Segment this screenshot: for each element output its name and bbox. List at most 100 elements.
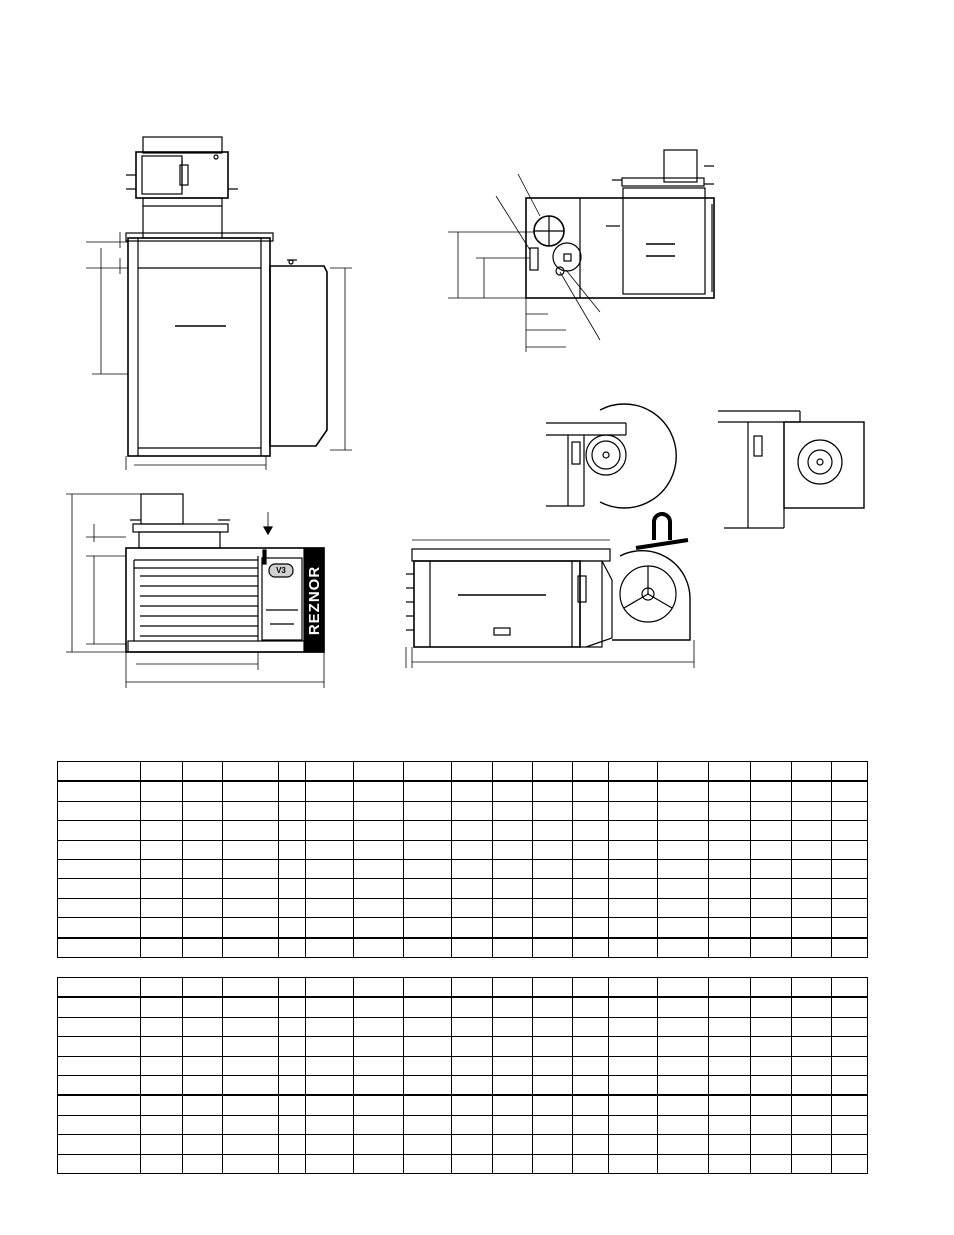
table-cell: [451, 937, 494, 958]
table-cell: [403, 839, 453, 860]
table-cell: [182, 1094, 224, 1116]
blower-detail-right: [718, 410, 865, 529]
table-cell: [656, 1074, 710, 1097]
table-cell: [831, 1016, 868, 1038]
table-cell: [791, 761, 833, 783]
table-cell: [352, 1153, 405, 1174]
table-cell: [352, 1094, 405, 1116]
table-cell: [222, 977, 279, 999]
table-cell: [831, 897, 868, 919]
table-cell: [305, 780, 354, 802]
table-cell: [656, 761, 710, 783]
table-cell: [352, 897, 405, 919]
front-view-drawing: [86, 136, 352, 470]
table-cell: [403, 937, 453, 958]
table-cell: [352, 858, 405, 880]
table-row: [56, 839, 868, 860]
table-cell: [656, 977, 710, 999]
table-cell: [222, 1094, 279, 1116]
table-cell: [222, 761, 279, 783]
table-cell: [656, 996, 710, 1018]
table-row: [56, 1074, 868, 1097]
table-cell: [451, 800, 494, 822]
table-cell: [277, 977, 307, 999]
table-cell: [708, 1153, 752, 1174]
table-cell: [277, 858, 307, 880]
table-cell: [572, 839, 610, 860]
table-cell: [56, 1153, 142, 1174]
table-cell: [708, 780, 752, 802]
table-cell: [403, 996, 453, 1018]
side-view-drawing: [448, 149, 715, 352]
table-cell: [140, 1153, 184, 1174]
table-cell: [708, 839, 752, 860]
table-cell: [222, 1114, 279, 1136]
table-cell: [572, 1134, 610, 1155]
table-cell: [277, 897, 307, 919]
table-cell: [608, 917, 658, 939]
table-cell: [277, 1114, 307, 1136]
table-cell: [222, 996, 279, 1018]
table-cell: [532, 858, 574, 880]
table-cell: [352, 878, 405, 899]
table-cell: [305, 839, 354, 860]
table-cell: [532, 878, 574, 899]
table-cell: [791, 897, 833, 919]
table-cell: [403, 878, 453, 899]
table-cell: [791, 878, 833, 899]
table-cell: [791, 1055, 833, 1076]
table-row: [56, 820, 868, 841]
table-cell: [352, 1016, 405, 1038]
table-row: [56, 917, 868, 939]
table-cell: [352, 800, 405, 822]
table-cell: [750, 1074, 793, 1097]
table-cell: [708, 917, 752, 939]
table-cell: [140, 1094, 184, 1116]
table-row: [56, 937, 868, 958]
table-cell: [451, 1134, 494, 1155]
table-cell: [140, 839, 184, 860]
table-cell: [56, 878, 142, 899]
table-cell: [750, 1134, 793, 1155]
table-cell: [305, 917, 354, 939]
table-cell: [403, 800, 453, 822]
table-cell: [56, 1074, 142, 1097]
table-cell: [305, 897, 354, 919]
table-cell: [831, 839, 868, 860]
table-cell: [608, 839, 658, 860]
table-cell: [140, 1134, 184, 1155]
table-cell: [305, 800, 354, 822]
table-cell: [708, 1016, 752, 1038]
table-cell: [277, 937, 307, 958]
table-cell: [708, 977, 752, 999]
table-cell: [791, 937, 833, 958]
table-cell: [56, 780, 142, 802]
table-cell: [750, 977, 793, 999]
table-cell: [182, 800, 224, 822]
table-cell: [608, 977, 658, 999]
table-cell: [451, 839, 494, 860]
table-cell: [403, 858, 453, 880]
table-cell: [352, 820, 405, 841]
table-cell: [451, 1036, 494, 1057]
table-row: [56, 800, 868, 822]
table-cell: [708, 820, 752, 841]
table-cell: [532, 839, 574, 860]
table-cell: [791, 1153, 833, 1174]
table-cell: [182, 996, 224, 1018]
table-cell: [572, 937, 610, 958]
table-cell: [750, 1114, 793, 1136]
table-cell: [451, 1055, 494, 1076]
table-cell: [532, 1153, 574, 1174]
table-cell: [572, 1094, 610, 1116]
unit-dimension-drawings: [66, 136, 865, 688]
table-cell: [277, 820, 307, 841]
table-row: [56, 858, 868, 880]
table-cell: [403, 917, 453, 939]
table-cell: [791, 1036, 833, 1057]
table-cell: [831, 1134, 868, 1155]
table-cell: [140, 780, 184, 802]
table-cell: [532, 761, 574, 783]
table-cell: [451, 977, 494, 999]
table-row: [56, 977, 868, 999]
